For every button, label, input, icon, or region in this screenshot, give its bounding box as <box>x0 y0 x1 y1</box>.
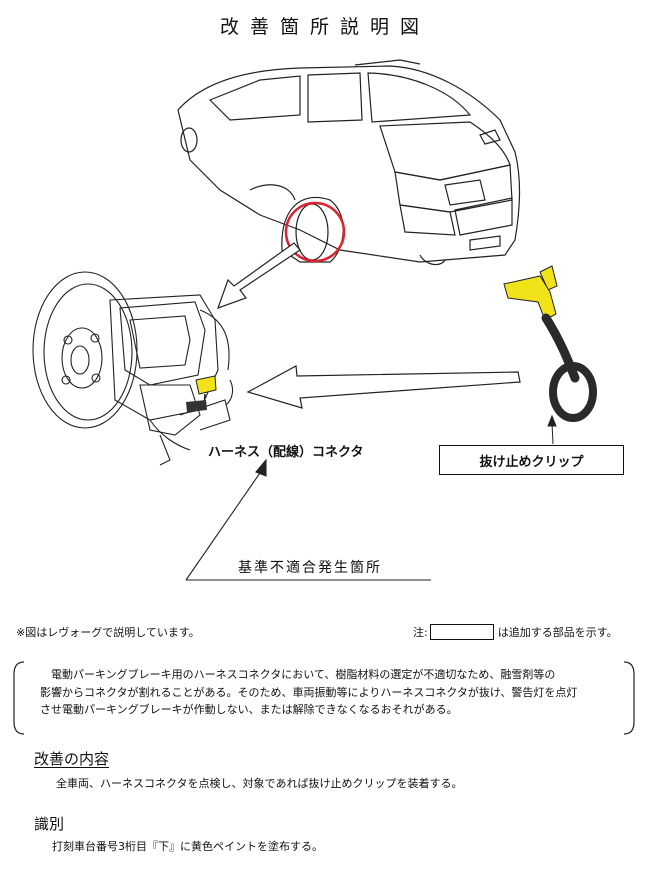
summary-line: 影響からコネクタが割れることがある。そのため、車両振動等によりハーネスコネクタが… <box>40 685 578 699</box>
summary-bracket <box>13 661 635 735</box>
identification-text: 打刻車台番号3桁目『下』に黄色ペイントを塗布する。 <box>52 840 323 853</box>
legend-swatch <box>429 624 494 640</box>
summary-line: させ電動パーキングブレーキが作動しない、または解除できなくなるおそれがある。 <box>40 703 458 716</box>
fault-pointer <box>185 458 431 581</box>
car-illustration <box>177 59 521 266</box>
highlight-circle <box>284 201 346 263</box>
legend-note: 注: は追加する部品を示す。 <box>413 624 618 640</box>
arrow-to-connector <box>246 365 521 409</box>
clip-pointer-arrow <box>547 414 557 445</box>
fault-location-label: 基準不適合発生箇所 <box>238 560 382 576</box>
illustration-note: ※図はレヴォーグで説明しています。 <box>16 626 200 639</box>
arrow-to-brake <box>217 242 301 309</box>
summary-line: 電動パーキングブレーキ用のハーネスコネクタにおいて、樹脂材料の選定が不適切なため… <box>51 668 556 681</box>
illustration <box>32 59 597 581</box>
brake-disc-illustration <box>32 271 234 466</box>
clip-illustration <box>503 265 597 422</box>
improvement-heading: 改善の内容 <box>34 750 110 768</box>
harness-connector-label: ハーネス（配線）コネクタ <box>208 445 364 460</box>
defect-summary: 電動パーキングブレーキ用のハーネスコネクタにおいて、樹脂材料の選定が不適切なため… <box>40 666 620 719</box>
legend-suffix: は追加する部品を示す。 <box>497 626 618 639</box>
clip-label-box: 抜け止めクリップ <box>439 445 624 475</box>
harness-connector-highlight <box>186 375 217 412</box>
identification-heading: 識別 <box>34 815 65 833</box>
legend-prefix: 注: <box>413 626 428 639</box>
improvement-text: 全車両、ハーネスコネクタを点検し、対象であれば抜け止めクリップを装着する。 <box>56 777 463 790</box>
page-title: 改善箇所説明図 <box>219 16 430 38</box>
clip-label: 抜け止めクリップ <box>479 454 584 470</box>
